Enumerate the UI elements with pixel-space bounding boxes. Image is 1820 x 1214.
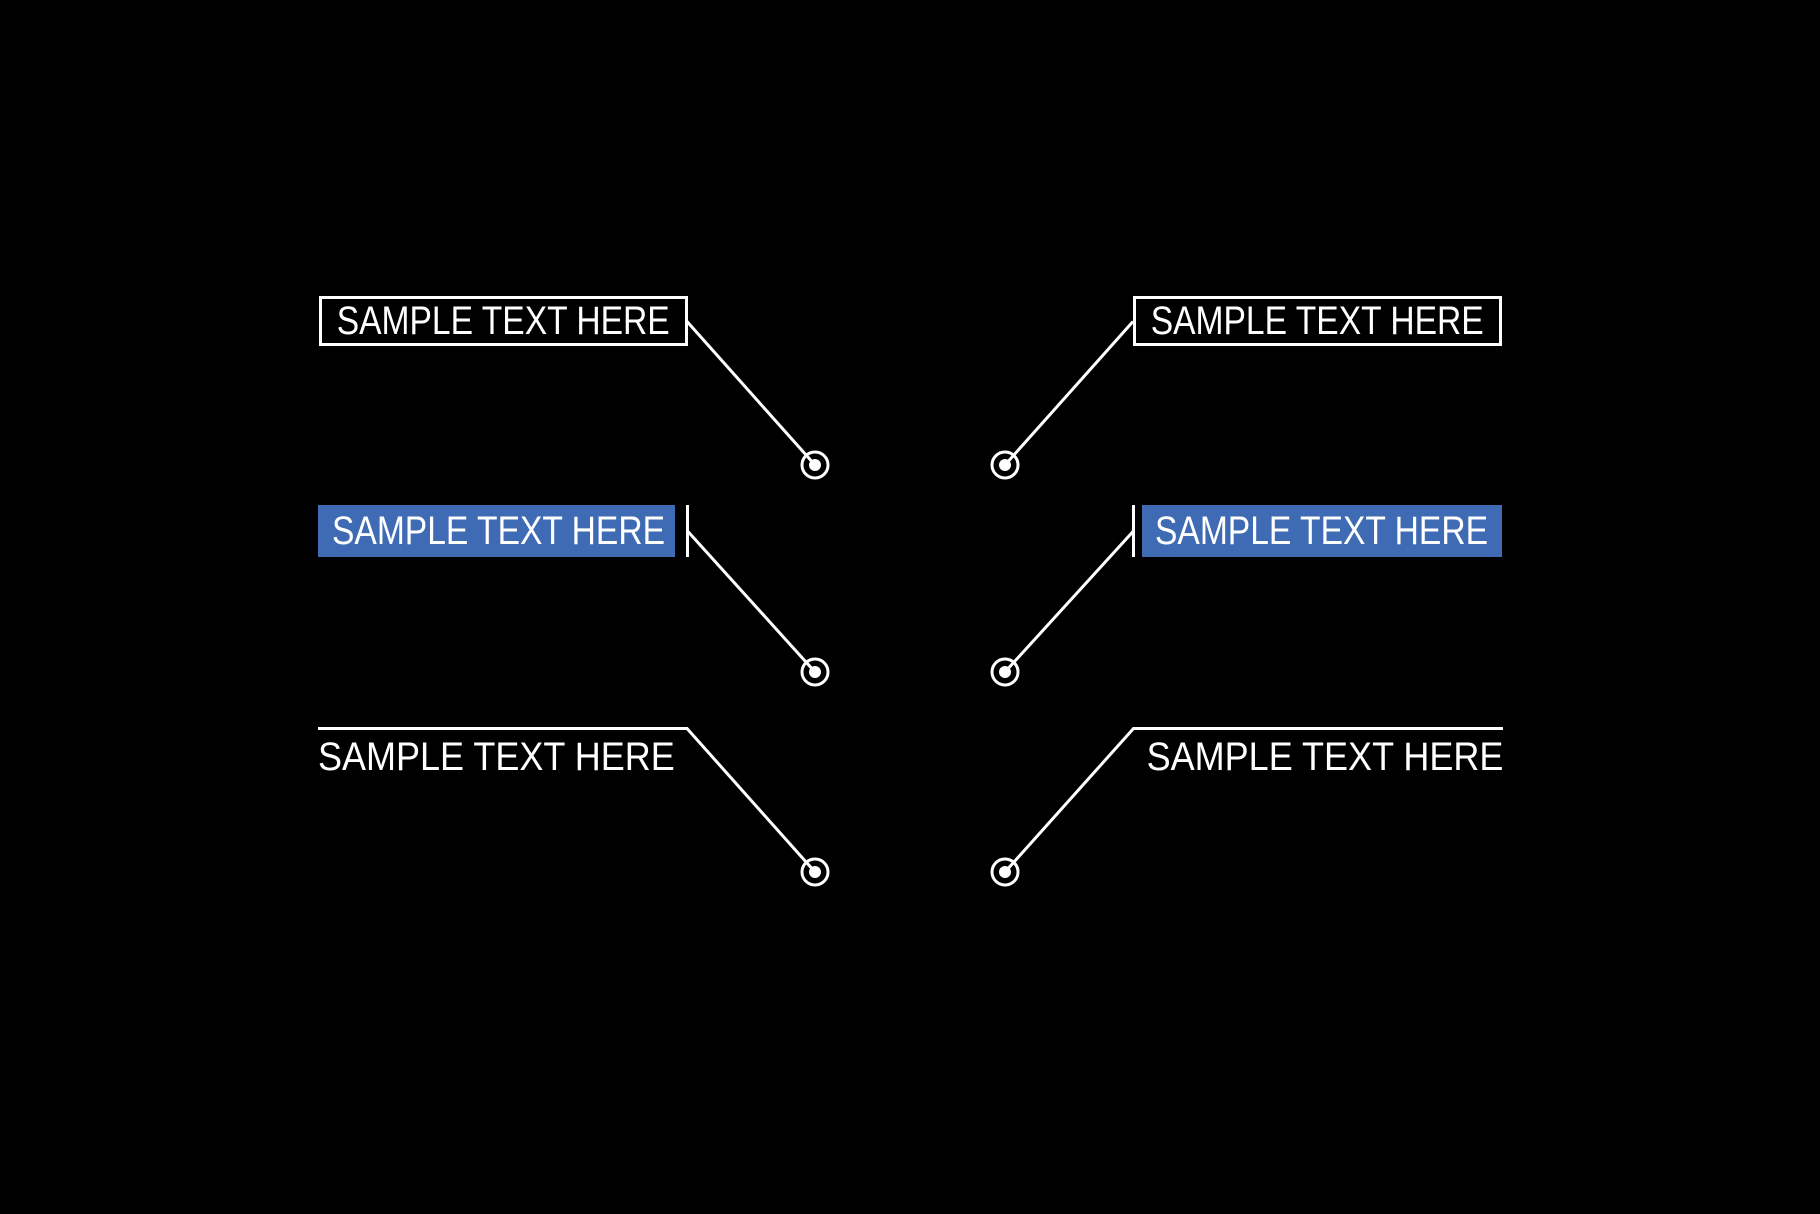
- callout-label: SAMPLE TEXT HERE: [1155, 509, 1489, 553]
- target-marker-dot: [999, 866, 1011, 878]
- callout-label: SAMPLE TEXT HERE: [318, 735, 675, 779]
- callout-box-middle-right: SAMPLE TEXT HERE: [1142, 505, 1502, 557]
- target-marker-ring: [990, 450, 1020, 480]
- pointer-tick-middle-right: [1132, 505, 1135, 557]
- leader-line: [1003, 320, 1135, 466]
- pointer-tick-middle-left: [686, 505, 689, 557]
- target-marker-ring: [800, 857, 830, 887]
- target-marker-dot: [809, 666, 821, 678]
- callout-text-bottom-left: SAMPLE TEXT HERE: [318, 734, 688, 780]
- callout-label: SAMPLE TEXT HERE: [1150, 299, 1485, 343]
- leader-top-right: [990, 320, 1135, 480]
- callout-text-bottom-right: SAMPLE TEXT HERE: [1133, 734, 1503, 780]
- target-marker-dot: [809, 866, 821, 878]
- target-marker-dot: [999, 666, 1011, 678]
- leader-line: [686, 529, 817, 674]
- target-marker-dot: [999, 459, 1011, 471]
- target-marker-ring: [800, 450, 830, 480]
- callout-label: SAMPLE TEXT HERE: [332, 509, 666, 553]
- callout-label: SAMPLE TEXT HERE: [336, 299, 671, 343]
- leader-line: [685, 320, 817, 466]
- leader-middle-left: [686, 529, 830, 687]
- target-marker-ring: [800, 657, 830, 687]
- callout-box-top-right: SAMPLE TEXT HERE: [1133, 296, 1502, 346]
- leader-top-left: [685, 320, 830, 480]
- callout-box-top-left: SAMPLE TEXT HERE: [319, 296, 688, 346]
- target-marker-ring: [990, 857, 1020, 887]
- callout-label: SAMPLE TEXT HERE: [1146, 735, 1503, 779]
- target-marker-ring: [990, 657, 1020, 687]
- callout-box-middle-left: SAMPLE TEXT HERE: [318, 505, 675, 557]
- target-marker-dot: [809, 459, 821, 471]
- leader-line: [1003, 529, 1135, 674]
- leader-middle-right: [990, 529, 1135, 687]
